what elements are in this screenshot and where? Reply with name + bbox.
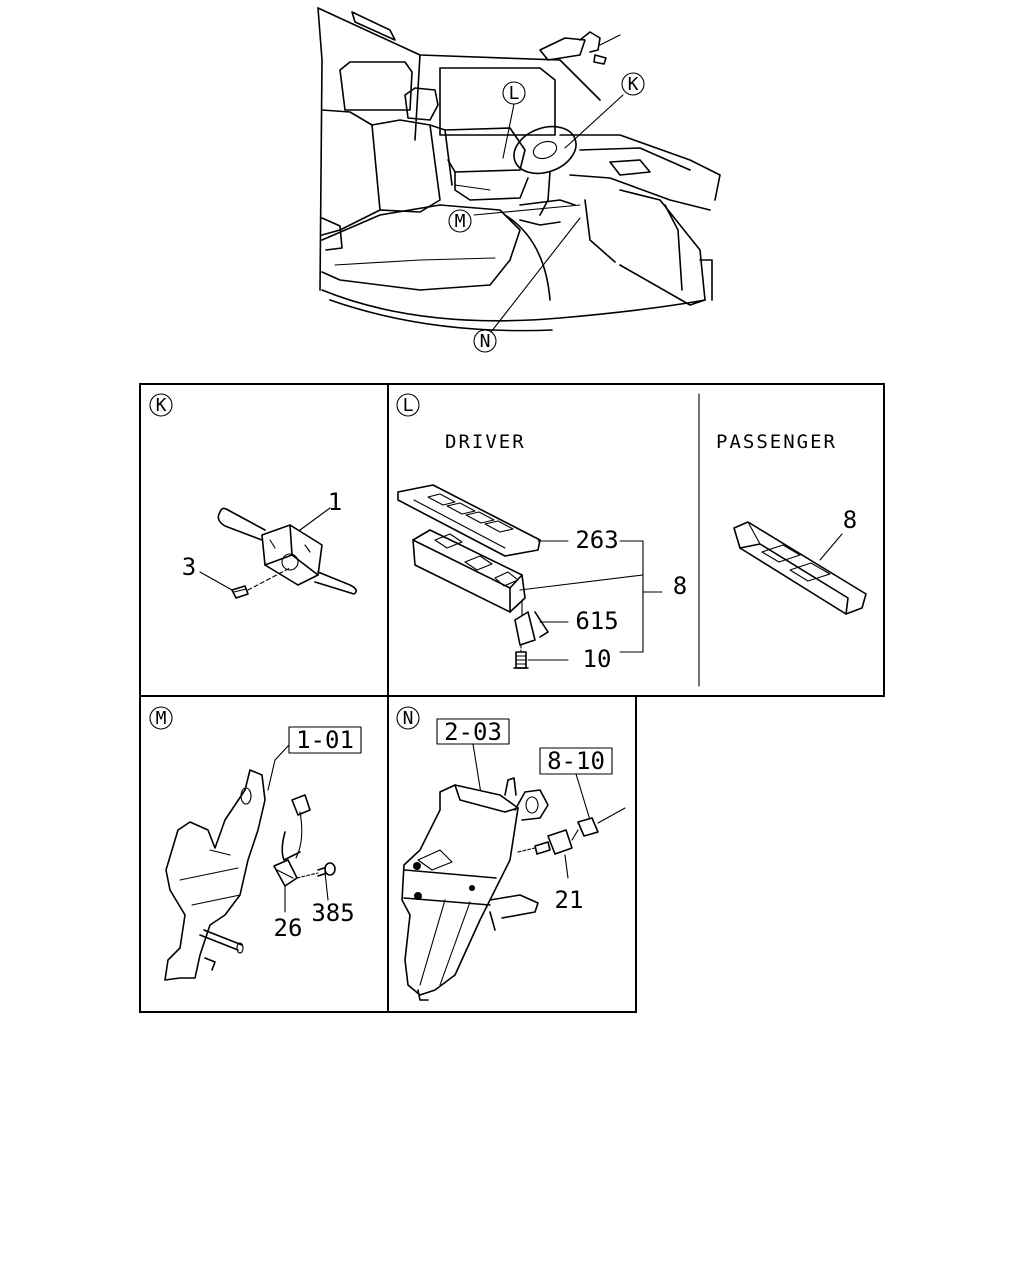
callout-M: M bbox=[448, 209, 472, 233]
driver-bezel bbox=[397, 484, 541, 557]
ref-box-2-03: 2-03 bbox=[436, 718, 510, 746]
pedal-bracket bbox=[164, 769, 266, 981]
passenger-heading: PASSENGER bbox=[716, 431, 837, 453]
combination-switch bbox=[217, 507, 358, 595]
ref-box-8-10-text: 8-10 bbox=[547, 747, 605, 775]
label-bezel-263: 263 bbox=[575, 526, 618, 554]
label-switch-1: 1 bbox=[328, 488, 342, 516]
ref-box-1-01-text: 1-01 bbox=[296, 726, 354, 754]
label-bolt-10: 10 bbox=[583, 645, 612, 673]
callout-K: K bbox=[621, 72, 645, 96]
driver-bolt bbox=[513, 644, 529, 669]
panel-M-letter: M bbox=[156, 708, 167, 729]
label-bracket-615: 615 bbox=[575, 607, 618, 635]
panel-L: L DRIVER PASSENGER bbox=[396, 393, 867, 673]
screw-385 bbox=[296, 862, 336, 879]
passenger-switch bbox=[733, 521, 867, 615]
callout-N: N bbox=[473, 329, 497, 353]
label-passenger-switch-8: 8 bbox=[843, 506, 857, 534]
label-screw-3: 3 bbox=[182, 553, 196, 581]
callout-L: L bbox=[502, 81, 526, 105]
label-screw-385: 385 bbox=[311, 899, 354, 927]
driver-heading: DRIVER bbox=[445, 431, 526, 453]
ref-box-1-01: 1-01 bbox=[288, 726, 362, 754]
panel-frames bbox=[139, 383, 885, 1013]
label-stop-switch-21: 21 bbox=[555, 886, 584, 914]
stop-lamp-switch bbox=[517, 807, 626, 855]
callout-M-letter: M bbox=[455, 211, 466, 232]
ref-box-8-10: 8-10 bbox=[539, 747, 613, 775]
screw bbox=[231, 567, 291, 599]
callout-K-letter: K bbox=[628, 74, 639, 95]
panel-N-letter: N bbox=[403, 708, 414, 729]
label-switch-26: 26 bbox=[274, 914, 303, 942]
panel-K: K 1 3 bbox=[149, 393, 358, 599]
driver-switch-body bbox=[412, 529, 526, 613]
panel-N: N 2-03 8-10 bbox=[396, 706, 626, 1001]
brake-switch bbox=[273, 794, 311, 887]
panel-M: M 1-01 bbox=[149, 706, 362, 981]
cab-interior-overview bbox=[317, 7, 721, 333]
panel-L-letter: L bbox=[403, 395, 414, 416]
callout-L-letter: L bbox=[509, 83, 520, 104]
driver-bracket bbox=[514, 599, 549, 646]
callout-N-letter: N bbox=[480, 331, 491, 352]
ref-box-2-03-text: 2-03 bbox=[444, 718, 502, 746]
label-assembly-8: 8 bbox=[673, 572, 687, 600]
pedal-assembly bbox=[401, 777, 549, 1001]
panel-K-letter: K bbox=[156, 395, 167, 416]
